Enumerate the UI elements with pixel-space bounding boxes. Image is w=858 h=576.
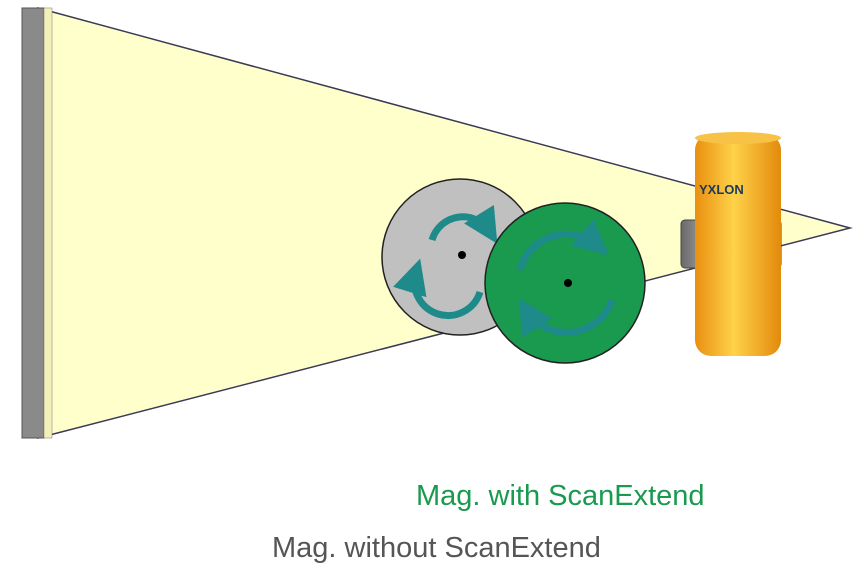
tube-body (695, 134, 781, 356)
caption-without-scanextend: Mag. without ScanExtend (272, 532, 601, 564)
rotation-arrows-icon (393, 204, 498, 320)
rotation-axis-dot (458, 251, 466, 259)
rotation-axis-dot (564, 279, 572, 287)
detector-face (43, 7, 53, 439)
rotation-arrows-icon (516, 219, 616, 338)
xray-tube: YXLON (680, 132, 782, 356)
detector-panel (21, 7, 45, 439)
tube-brand-label: YXLON (699, 182, 744, 197)
tube-top (695, 132, 781, 144)
object-with-scanextend (484, 202, 646, 364)
caption-with-scanextend: Mag. with ScanExtend (416, 480, 705, 512)
